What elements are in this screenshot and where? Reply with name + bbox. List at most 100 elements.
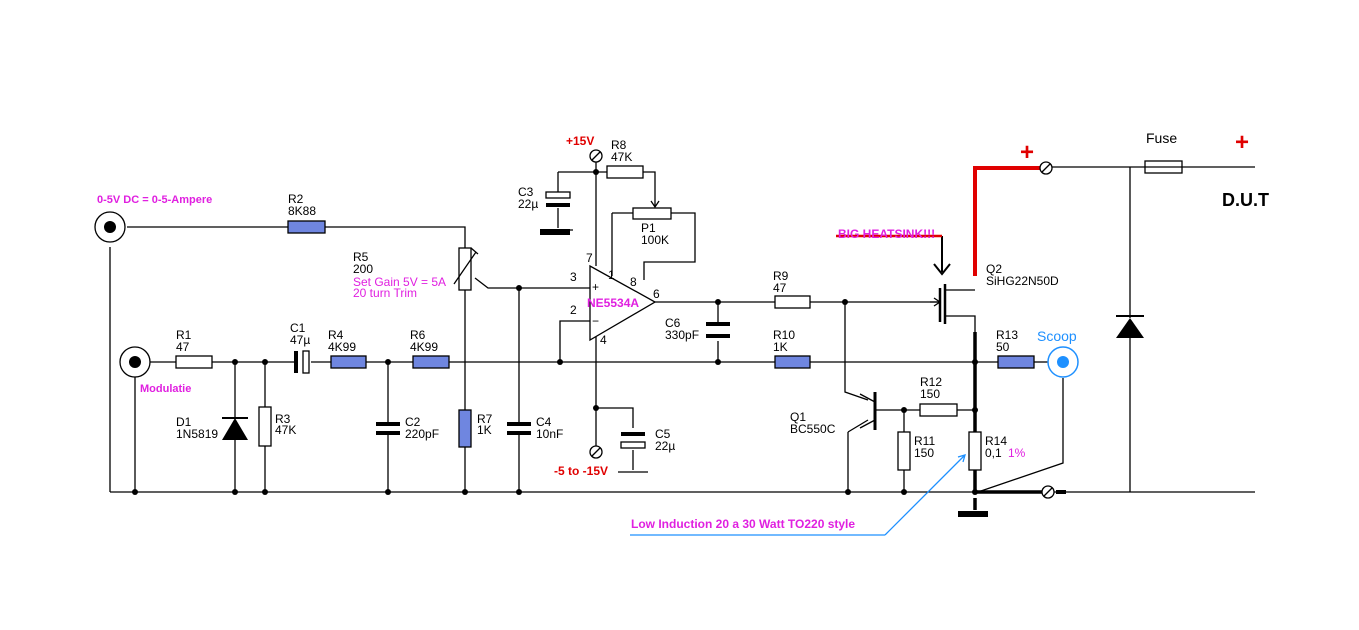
r10-body — [774, 355, 811, 369]
input-jack — [94, 211, 126, 243]
c1-ref: C1 — [290, 321, 306, 335]
r11-body — [897, 431, 911, 471]
c4-capacitor — [507, 422, 531, 435]
r7-body — [458, 409, 472, 448]
p1-value: 100K — [641, 233, 669, 247]
pin-1: 1 — [608, 268, 615, 282]
r5-ref: R5 — [353, 250, 369, 264]
q1-ref: Q1 — [790, 410, 806, 424]
pin-2: 2 — [570, 303, 577, 317]
q2-value: SiHG22N50D — [986, 274, 1059, 288]
r3-ref: R3 — [275, 412, 291, 426]
dut-plus-sign-1: + — [1020, 139, 1034, 166]
pin-7: 7 — [586, 251, 593, 265]
r6-body — [412, 355, 450, 369]
c6-ref: C6 — [665, 316, 681, 330]
pin-4: 4 — [600, 333, 607, 347]
r14-tolerance: 1% — [1008, 446, 1026, 460]
shunt-note: Low Induction 20 a 30 Watt TO220 style — [631, 517, 855, 531]
r4-ref: R4 — [328, 328, 344, 342]
pin-3: 3 — [570, 270, 577, 284]
opamp-ne5534a — [589, 264, 657, 342]
r10-value: 1K — [773, 340, 788, 354]
r14-body — [968, 431, 982, 471]
r7-ref: R7 — [477, 412, 493, 426]
wires — [109, 162, 1255, 493]
modulation-label: Modulatie — [140, 383, 191, 395]
opamp-label: NE5534A — [587, 296, 639, 310]
r2-value: 8K88 — [288, 204, 316, 218]
opamp-minus: − — [592, 314, 599, 328]
r9-value: 47 — [773, 281, 787, 295]
q2-mosfet — [930, 284, 947, 324]
input-label: 0-5V DC = 0-5-Ampere — [97, 194, 212, 206]
supply-neg-label: -5 to -15V — [554, 464, 608, 478]
power-wires — [540, 166, 1066, 517]
q2-ref: Q2 — [986, 262, 1002, 276]
scope-label: Scoop — [1037, 328, 1077, 344]
c4-ref: C4 — [536, 415, 552, 429]
r11-value: 150 — [914, 446, 934, 460]
d1-ref: D1 — [176, 415, 192, 429]
r2-ref: R2 — [288, 192, 304, 206]
fuse-label: Fuse — [1146, 130, 1177, 146]
c5-capacitor — [620, 432, 646, 449]
r1-body — [175, 355, 213, 369]
modulation-jack — [119, 346, 151, 378]
q1-transistor — [859, 392, 877, 430]
r8-ref: R8 — [611, 138, 627, 152]
c6-capacitor — [706, 322, 730, 338]
r12-ref: R12 — [920, 375, 942, 389]
c2-value: 220pF — [405, 427, 439, 441]
r14-ref: R14 — [985, 434, 1007, 448]
dut-label: D.U.T — [1222, 190, 1269, 210]
c4-value: 10nF — [536, 427, 563, 441]
r3-body — [258, 406, 272, 447]
r5-note2: 20 turn Trim — [353, 286, 417, 300]
heatsink-arrow — [836, 234, 951, 276]
r11-ref: R11 — [914, 434, 935, 448]
p1-potentiometer — [632, 200, 672, 220]
c6-value: 330pF — [665, 328, 699, 342]
c2-ref: C2 — [405, 415, 421, 429]
c3-capacitor — [545, 191, 571, 207]
terminal-dut-minus — [1041, 485, 1055, 499]
d1-diode — [222, 417, 248, 440]
q1-value: BC550C — [790, 422, 836, 436]
r13-value: 50 — [996, 340, 1010, 354]
r12-value: 150 — [920, 387, 940, 401]
r9-body — [774, 295, 811, 309]
r5-value: 200 — [353, 262, 373, 276]
heatsink-label: BIG HEATSINK!!! — [838, 227, 935, 241]
r10-ref: R10 — [773, 328, 795, 342]
r4-body — [330, 355, 367, 369]
dut-minus-sign: - — [1056, 484, 1061, 500]
supply-pos-label: +15V — [566, 134, 594, 148]
r7-value: 1K — [477, 423, 492, 437]
r6-ref: R6 — [410, 328, 426, 342]
r2-body — [287, 220, 326, 234]
opamp-plus: + — [592, 280, 599, 294]
fuse — [1144, 160, 1183, 174]
r8-body — [606, 165, 644, 179]
terminal-minus — [589, 445, 603, 459]
c5-ref: C5 — [655, 427, 671, 441]
c5-value: 22µ — [655, 439, 675, 453]
shunt-note-leader — [630, 454, 966, 536]
r1-value: 47 — [176, 340, 190, 354]
pin-8: 8 — [630, 275, 637, 289]
terminal-dut-plus — [1039, 161, 1053, 175]
r6-value: 4K99 — [410, 340, 438, 354]
r9-ref: R9 — [773, 269, 789, 283]
r4-value: 4K99 — [328, 340, 356, 354]
c3-ref: C3 — [518, 185, 534, 199]
r1-ref: R1 — [176, 328, 192, 342]
terminal-plus15 — [589, 149, 603, 163]
dut-plus-sign-2: + — [1235, 129, 1249, 156]
c3-value: 22µ — [518, 197, 538, 211]
junction-dots — [132, 169, 978, 495]
pin-6: 6 — [653, 287, 660, 301]
scope-jack — [1047, 346, 1079, 378]
r13-body — [997, 355, 1035, 369]
